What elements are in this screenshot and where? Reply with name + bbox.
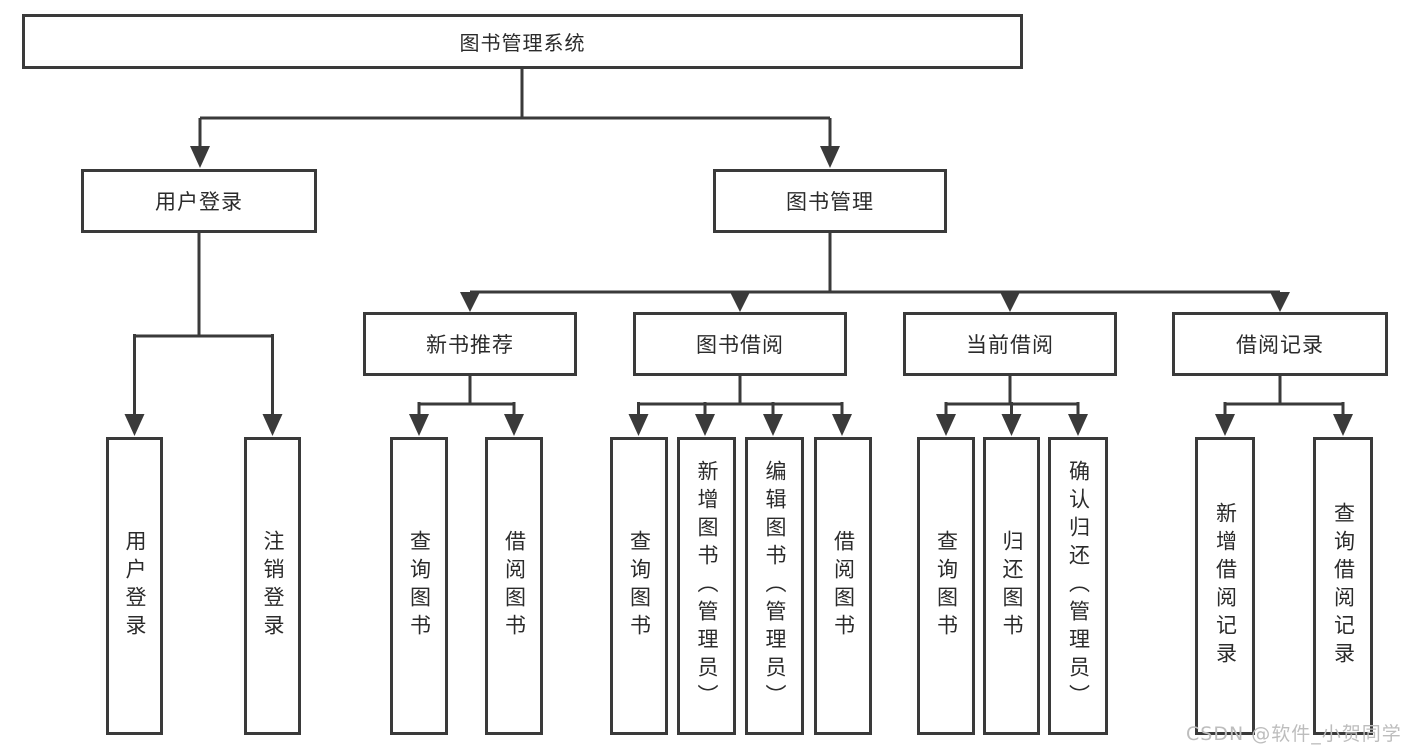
- leaf-query-books-borrowing: 查询图书: [610, 437, 668, 735]
- leaf-add-borrow-record: 新增借阅记录: [1195, 437, 1255, 735]
- leaf-return-book-label: 归还图书: [1000, 530, 1024, 642]
- node-user-login-label: 用户登录: [155, 190, 243, 214]
- leaf-return-book: 归还图书: [983, 437, 1040, 735]
- leaf-query-books-recommend-label: 查询图书: [407, 530, 432, 642]
- leaf-query-borrow-record-label: 查询借阅记录: [1331, 502, 1356, 670]
- leaf-borrow-books-borrowing-label: 借阅图书: [831, 530, 856, 642]
- node-borrowing-records-label: 借阅记录: [1236, 333, 1324, 357]
- node-new-book-recommendation: 新书推荐: [363, 312, 577, 376]
- leaf-logout-label: 注销登录: [261, 530, 285, 642]
- leaf-borrow-books-recommend-label: 借阅图书: [502, 530, 527, 642]
- node-new-book-recommendation-label: 新书推荐: [426, 333, 514, 357]
- node-borrowing-records: 借阅记录: [1172, 312, 1388, 376]
- node-book-management-label: 图书管理: [786, 190, 874, 214]
- node-root-library-system: 图书管理系统: [22, 14, 1023, 69]
- leaf-query-books-borrowing-label: 查询图书: [627, 530, 652, 642]
- node-current-borrowing-label: 当前借阅: [966, 333, 1054, 357]
- leaf-query-books-current: 查询图书: [917, 437, 975, 735]
- node-root-label: 图书管理系统: [459, 31, 586, 55]
- leaf-query-borrow-record: 查询借阅记录: [1313, 437, 1373, 735]
- leaf-edit-book-admin: 编辑图书（管理员）: [745, 437, 804, 735]
- leaf-add-borrow-record-label: 新增借阅记录: [1213, 502, 1238, 670]
- node-current-borrowing: 当前借阅: [903, 312, 1117, 376]
- node-book-borrowing: 图书借阅: [633, 312, 847, 376]
- leaf-confirm-return-admin: 确认归还（管理员）: [1048, 437, 1108, 735]
- leaf-add-book-admin-label: 新增图书（管理员）: [695, 460, 719, 712]
- leaf-borrow-books-recommend: 借阅图书: [485, 437, 543, 735]
- leaf-query-books-recommend: 查询图书: [390, 437, 448, 735]
- node-book-management-branch: 图书管理: [713, 169, 947, 233]
- leaf-edit-book-admin-label: 编辑图书（管理员）: [763, 460, 787, 712]
- csdn-watermark: CSDN @软件_小贺同学: [1186, 723, 1402, 745]
- leaf-add-book-admin: 新增图书（管理员）: [677, 437, 736, 735]
- leaf-borrow-books-borrowing: 借阅图书: [814, 437, 872, 735]
- leaf-confirm-return-admin-label: 确认归还（管理员）: [1066, 460, 1091, 712]
- leaf-user-login-label: 用户登录: [123, 530, 147, 642]
- node-book-borrowing-label: 图书借阅: [696, 333, 784, 357]
- leaf-logout: 注销登录: [244, 437, 301, 735]
- leaf-user-login: 用户登录: [106, 437, 163, 735]
- leaf-query-books-current-label: 查询图书: [934, 530, 959, 642]
- node-user-login-branch: 用户登录: [81, 169, 317, 233]
